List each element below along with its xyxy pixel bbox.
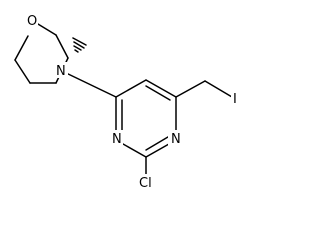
ring-nitrogen-left-atom-label: N: [112, 132, 122, 147]
ring-nitrogen-right-label-bg: [168, 130, 182, 146]
bond-c2-c3: [55, 34, 69, 59]
chlorine-atom-label: Cl: [139, 176, 152, 191]
bond-c6-c5: [145, 79, 177, 98]
bond-c6-c5-double: [145, 85, 171, 101]
bond-ch2-i: [204, 80, 233, 98]
morpholine-nitrogen-atom-label: N: [56, 64, 66, 79]
morpholine-nitrogen-label-bg: [54, 62, 68, 78]
iodine-atom-label: I: [233, 92, 237, 107]
ring-nitrogen-left-label-bg: [109, 130, 123, 146]
bond-n-c4: [63, 71, 117, 98]
bond-c6-o: [14, 35, 29, 61]
ring-nitrogen-right-atom-label: N: [171, 132, 181, 147]
bond-c6-ch2: [175, 80, 206, 98]
molecule-structure: O N N N Cl I: [14, 13, 241, 191]
bond-c5-c4: [115, 79, 147, 98]
chlorine-label-bg: [137, 174, 156, 190]
bond-c5-c6: [14, 59, 31, 84]
oxygen-atom-label: O: [27, 14, 37, 29]
oxygen-label-bg: [24, 13, 38, 29]
iodine-label-bg: [231, 90, 241, 106]
methyl-hashed-wedge: [72, 37, 87, 53]
